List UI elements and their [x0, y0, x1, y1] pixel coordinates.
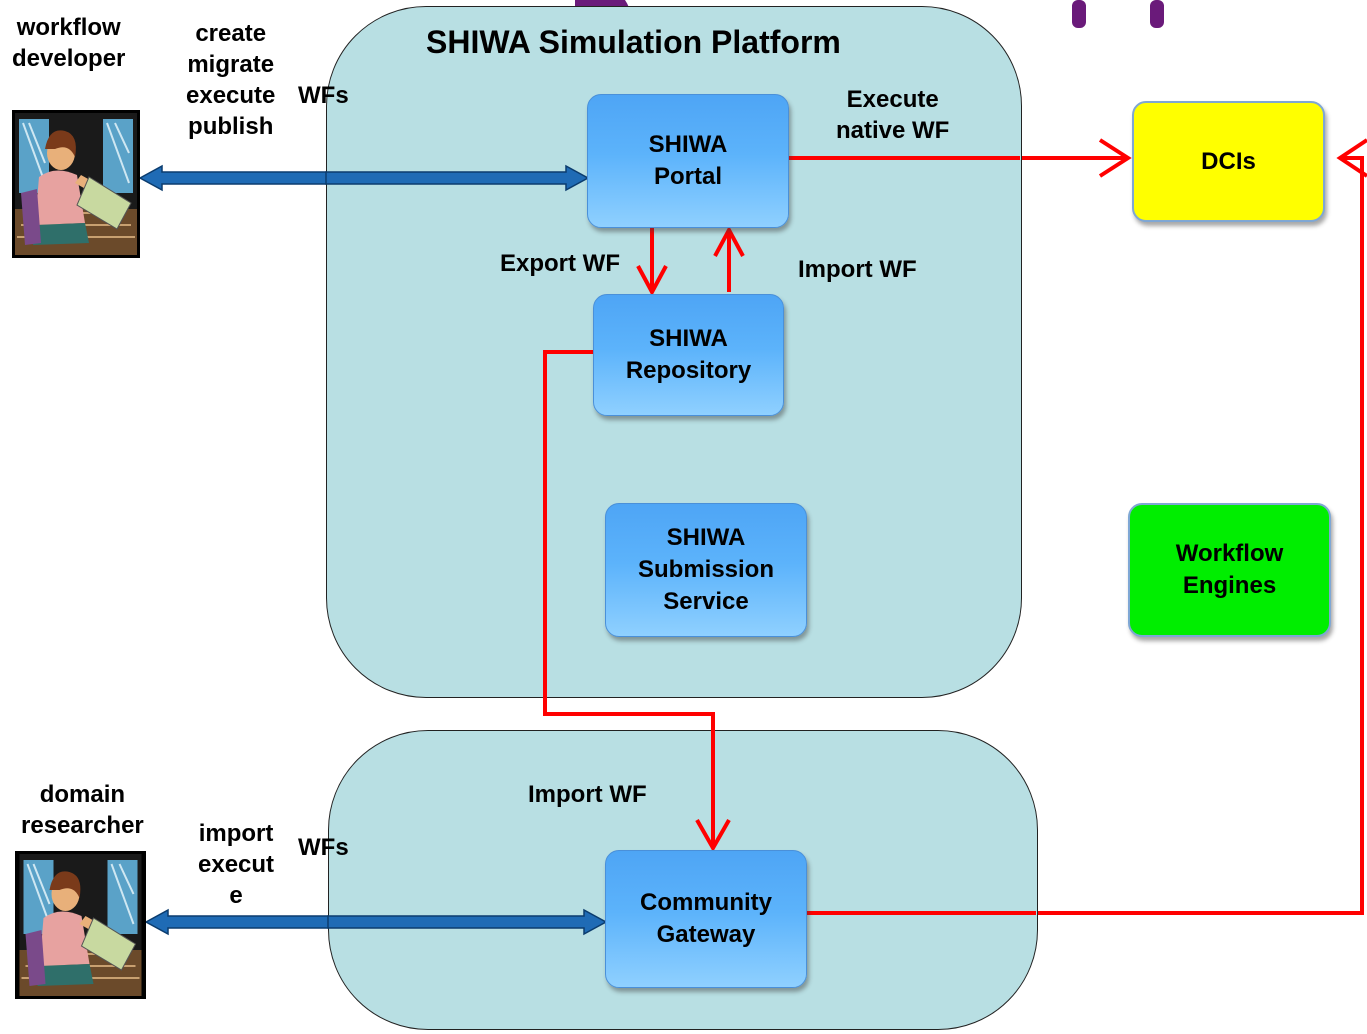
researcher-verbs-label: import execut e — [198, 820, 275, 909]
import-wf-top-label: Import WF — [798, 256, 917, 283]
import-wf-bottom-label: Import WF — [528, 781, 647, 808]
workflow-engines-label: Workflow Engines — [1175, 540, 1284, 599]
dcis-box[interactable]: DCIs — [1132, 101, 1325, 222]
shiwa-repository-box[interactable]: SHIWA Repository — [593, 294, 784, 416]
shiwa-repository-label: SHIWA Repository — [625, 325, 752, 384]
export-wf-label: Export WF — [500, 250, 620, 277]
execute-native-wf-label: Execute native WF — [836, 86, 950, 144]
developer-verbs-label: create migrate execute publish — [186, 20, 276, 140]
community-gateway-label: Community Gateway — [640, 889, 772, 948]
researcher-wfs-label: WFs — [298, 834, 349, 861]
researcher-gateway-arrow-inner — [327, 908, 608, 936]
workflow-engines-box[interactable]: Workflow Engines — [1128, 503, 1331, 637]
shiwa-submission-service-label: SHIWA Submission Service — [637, 524, 775, 615]
community-gateway-box[interactable]: Community Gateway — [605, 850, 807, 988]
user-at-computer-icon — [12, 110, 140, 258]
dcis-label: DCIs — [1201, 147, 1256, 175]
workflow-developer-label: workflow developer — [12, 14, 126, 72]
shiwa-portal-box[interactable]: SHIWA Portal — [587, 94, 789, 228]
user-at-computer-icon — [15, 851, 146, 999]
developer-wfs-label: WFs — [298, 82, 349, 109]
platform-title: SHIWA Simulation Platform — [426, 24, 841, 60]
developer-portal-arrow-inner — [325, 164, 590, 192]
shiwa-submission-service-box[interactable]: SHIWA Submission Service — [605, 503, 807, 637]
shiwa-portal-label: SHIWA Portal — [648, 131, 728, 190]
domain-researcher-label: domain researcher — [21, 781, 144, 839]
